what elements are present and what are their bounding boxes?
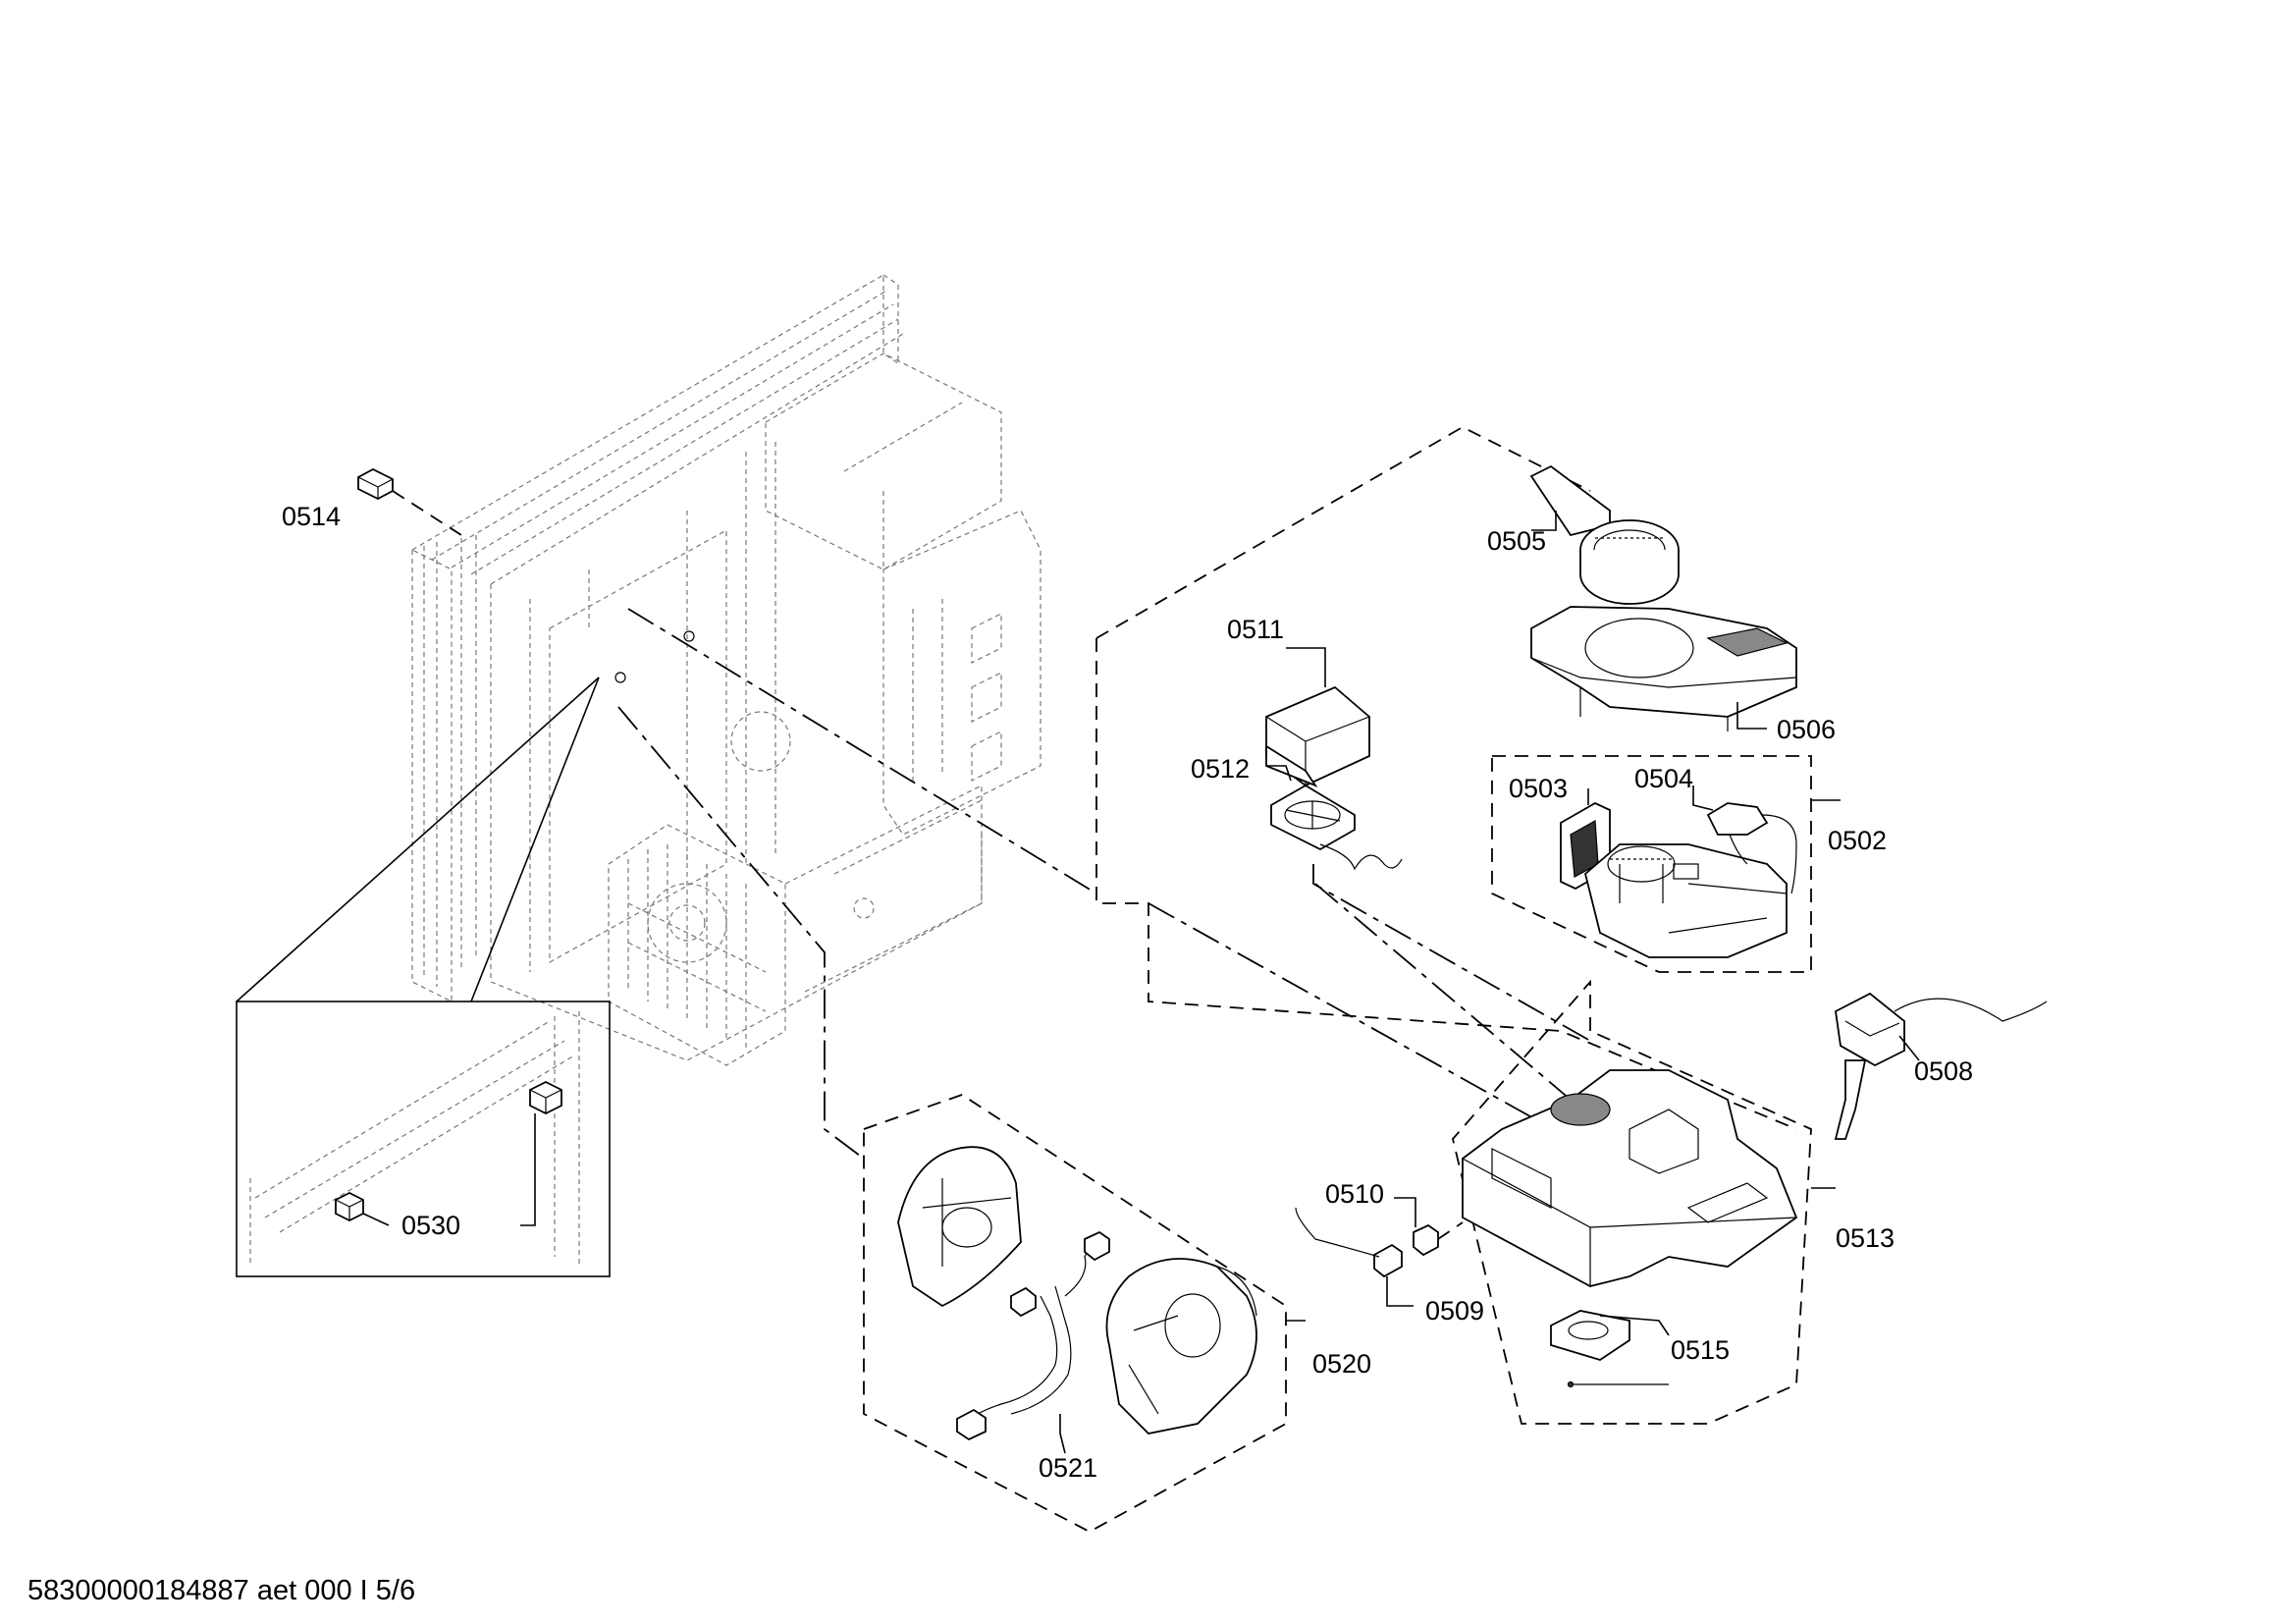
part-0511 bbox=[1265, 647, 1370, 787]
part-0509 bbox=[1295, 1207, 1414, 1307]
document-id: 58300000184887 aet 000 I 5/6 bbox=[27, 1575, 415, 1606]
part-0521 bbox=[956, 1230, 1110, 1454]
appliance-housing bbox=[411, 273, 1041, 1066]
part-0506 bbox=[1530, 606, 1797, 731]
leader-0513-a bbox=[1148, 902, 1572, 1140]
detail-inset bbox=[236, 677, 611, 1277]
part-0513 bbox=[1462, 1069, 1798, 1287]
label-0513: 0513 bbox=[1836, 1223, 1895, 1253]
part-0504 bbox=[1692, 785, 1797, 894]
part-0508 bbox=[1834, 992, 2048, 1140]
label-0515: 0515 bbox=[1671, 1335, 1730, 1365]
label-0512: 0512 bbox=[1191, 754, 1250, 784]
part-0520-housing-front bbox=[897, 1146, 1022, 1308]
group-0502 bbox=[1491, 755, 1841, 973]
label-0510: 0510 bbox=[1325, 1179, 1384, 1209]
part-0514 bbox=[357, 467, 462, 536]
part-labels: 0514 0505 0511 0506 0512 0503 0504 0502 … bbox=[282, 502, 1973, 1483]
label-0508: 0508 bbox=[1914, 1056, 1973, 1086]
assembly-outline-upper bbox=[1095, 638, 1797, 1130]
label-0509: 0509 bbox=[1425, 1296, 1484, 1326]
group-0520 bbox=[863, 1094, 1306, 1534]
label-0511: 0511 bbox=[1227, 615, 1284, 644]
group-0513 bbox=[1452, 979, 1836, 1425]
part-0515 bbox=[1550, 1310, 1670, 1388]
assembly-boundary-top bbox=[1095, 425, 1591, 639]
leader-0513-b bbox=[1314, 883, 1572, 1101]
label-0504: 0504 bbox=[1634, 764, 1693, 793]
leader-housing-to-0513 bbox=[627, 608, 1097, 894]
label-0503: 0503 bbox=[1509, 774, 1568, 803]
label-0514: 0514 bbox=[282, 502, 341, 531]
label-0505: 0505 bbox=[1487, 526, 1546, 556]
part-0505 bbox=[1529, 464, 1680, 605]
label-0520: 0520 bbox=[1312, 1349, 1371, 1379]
label-0506: 0506 bbox=[1777, 715, 1836, 744]
label-0502: 0502 bbox=[1828, 826, 1887, 855]
label-0530: 0530 bbox=[401, 1211, 460, 1240]
part-0512 bbox=[1266, 765, 1591, 1042]
part-0503-housing bbox=[1583, 843, 1788, 958]
leader-housing-to-0520 bbox=[617, 706, 865, 1160]
label-0521: 0521 bbox=[1039, 1453, 1097, 1483]
part-0520-housing-rear bbox=[1105, 1258, 1257, 1435]
part-0510 bbox=[1394, 1197, 1464, 1257]
